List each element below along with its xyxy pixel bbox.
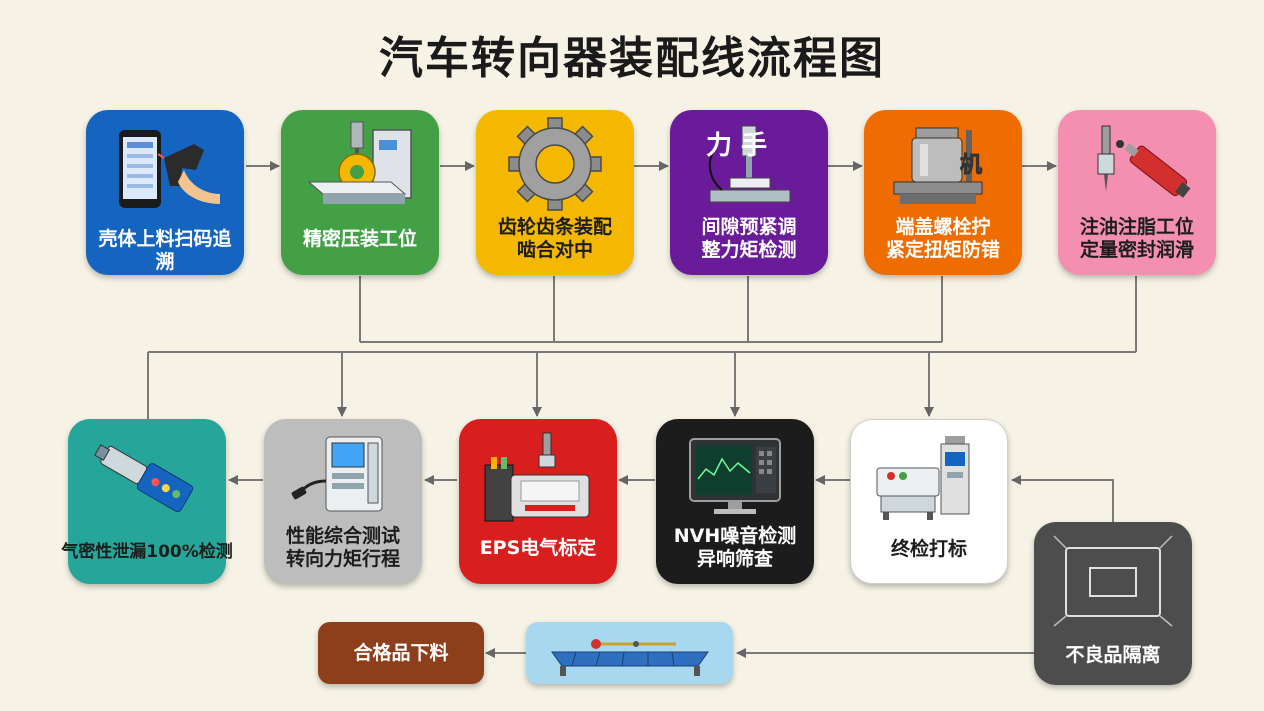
station-label-line-2: 啮合对中: [516, 239, 593, 261]
station-rack-pinion-assembly: 齿轮齿条装配 啮合对中: [476, 110, 634, 275]
station-label-line-1: EPS电气标定: [479, 537, 597, 559]
icon-caption: 机: [960, 153, 982, 178]
pass-unload-station: 合格品下料: [318, 622, 484, 684]
station-label-line-1: 间隙预紧调: [701, 216, 797, 238]
station-nvh-noise-test: NVH噪音检测 异响筛查: [656, 419, 814, 584]
station-label-line-1: 不良品隔离: [1065, 644, 1161, 666]
station-performance-test: 性能综合测试 转向力矩行程: [264, 419, 422, 584]
test-machine-icon: [291, 436, 383, 512]
station-label-line-1: 终检打标: [890, 538, 967, 560]
grease-dispenser-icon: [1097, 125, 1191, 198]
station-label-line-2: 异响筛查: [696, 548, 773, 570]
pass-unload-label: 合格品下料: [353, 642, 449, 664]
station-label-line-1: 气密性泄漏100%检测: [61, 542, 233, 562]
nutrunner-machine-icon: 机: [893, 127, 983, 204]
station-label-line-2: 定量密封润滑: [1079, 239, 1194, 261]
conveyor-icon: [551, 639, 709, 676]
quarantine-cage-icon: [1053, 535, 1173, 627]
station-label-line-1: 端盖螺栓拧: [895, 216, 991, 238]
station-label-line-1: NVH噪音检测: [673, 525, 797, 547]
station-preload-torque-check: 力 手 间隙预紧调 整力矩检测: [670, 110, 828, 275]
conveyor-station: [526, 622, 733, 684]
press-machine-icon: [307, 121, 412, 204]
station-label-line-1: 壳体上料扫码追溯: [98, 228, 232, 273]
station-final-inspection-marking: 终检打标: [850, 419, 1008, 584]
calibration-bench-icon: [484, 432, 590, 522]
station-eps-calibration: EPS电气标定: [459, 419, 617, 584]
leak-tester-icon: [94, 444, 194, 513]
station-precision-press: 精密压装工位: [281, 110, 439, 275]
station-housing-loading-scan: 壳体上料扫码追溯: [86, 110, 244, 275]
station-label-line-1: 性能综合测试: [285, 525, 400, 547]
station-label-line-2: 紧定扭矩防错: [885, 239, 1000, 261]
station-label-line-1: 精密压装工位: [302, 228, 417, 250]
station-end-cap-bolt-tightening: 机 端盖螺栓拧 紧定扭矩防错: [864, 110, 1022, 275]
page-title: 汽车转向器装配线流程图: [379, 33, 885, 84]
marking-station-icon: [876, 436, 970, 520]
station-air-leak-test: 气密性泄漏100%检测: [61, 419, 233, 584]
barcode-scanner-icon: [119, 130, 220, 208]
station-oil-grease-filling: 注油注脂工位 定量密封润滑: [1058, 110, 1216, 275]
station-reject-isolation: 不良品隔离: [1034, 522, 1192, 685]
station-label-line-1: 齿轮齿条装配: [497, 216, 612, 238]
gear-icon: [508, 117, 602, 211]
torque-tester-icon: 力 手: [706, 125, 791, 203]
station-label-line-2: 转向力矩行程: [285, 548, 400, 570]
monitor-icon: [689, 438, 781, 514]
station-label-line-2: 整力矩检测: [701, 239, 797, 261]
station-label-line-1: 注油注脂工位: [1079, 216, 1194, 238]
icon-caption: 力 手: [706, 131, 767, 161]
